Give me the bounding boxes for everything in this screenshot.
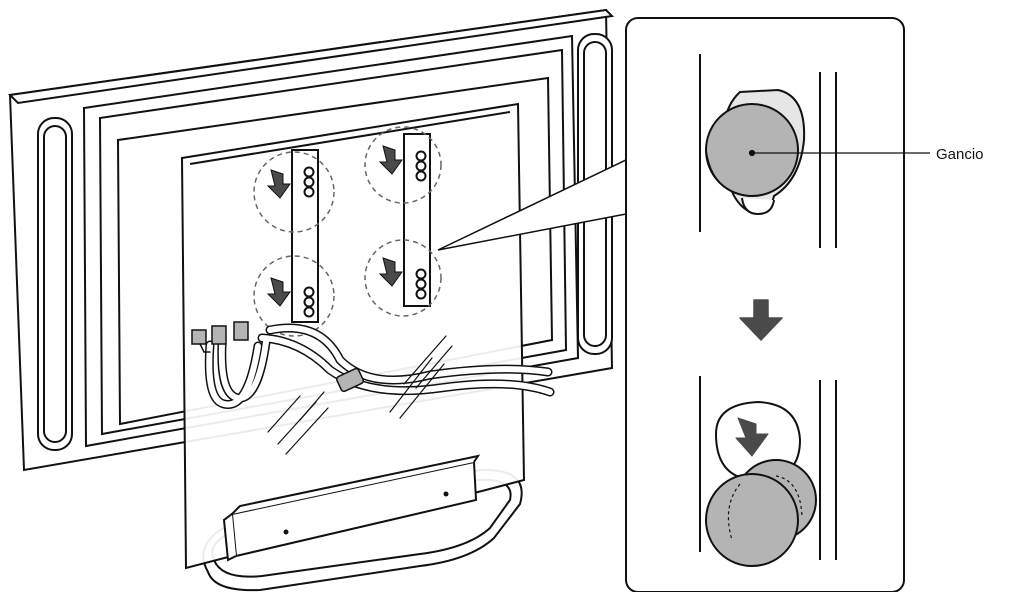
motion-lines	[267, 335, 453, 455]
hook-detail-top	[699, 54, 837, 248]
small-down-arrows	[266, 145, 403, 307]
arrow-down-icon	[266, 277, 291, 307]
hook-bottom	[705, 473, 799, 567]
detail-panel	[625, 17, 930, 592]
arrow-down-icon	[378, 257, 403, 287]
arrow-down-icon	[378, 145, 403, 175]
cable-connectors	[191, 321, 249, 353]
hook-highlight-circles	[253, 126, 442, 337]
hook-label: Gancio	[936, 146, 984, 163]
cable-tie	[335, 367, 365, 393]
arrow-down-icon	[266, 169, 291, 199]
stand-front-bar	[230, 460, 478, 558]
hook-circle-top-left	[253, 151, 335, 233]
cables	[191, 321, 555, 455]
hook-circle-bottom-right	[364, 239, 442, 317]
right-bracket	[403, 133, 431, 307]
stand	[180, 102, 526, 592]
left-bracket	[291, 149, 319, 323]
hook-circle-top-right	[364, 126, 442, 204]
stand-panel	[180, 102, 526, 570]
step-arrow-down-icon	[739, 299, 783, 341]
slot-arrow-down-icon	[735, 417, 769, 457]
hook-callout	[748, 149, 930, 157]
hook-circle-bottom-left	[253, 255, 335, 337]
hook-detail-bottom	[699, 376, 837, 567]
